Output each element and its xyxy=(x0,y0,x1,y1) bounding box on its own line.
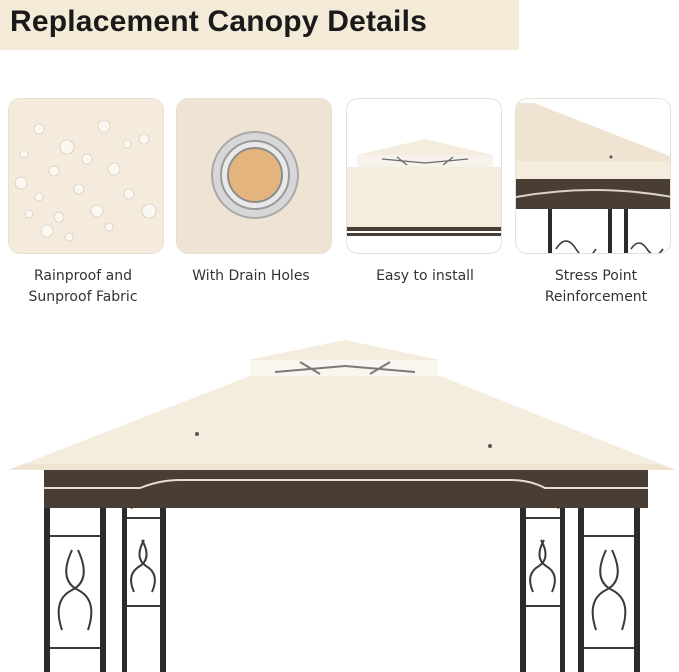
feature-label-stress-point: Stress Point Reinforcement xyxy=(544,268,648,305)
page-title: Replacement Canopy Details xyxy=(10,5,427,38)
feature-label-rainproof: Rainproof and Sunproof Fabric xyxy=(28,268,138,305)
feature-image-rainproof xyxy=(8,98,164,254)
feature-image-stress-point xyxy=(515,98,671,254)
feature-label-easy-install: Easy to install xyxy=(376,268,474,284)
feature-label-drain-holes: With Drain Holes xyxy=(192,268,310,284)
feature-image-drain-holes xyxy=(176,98,332,254)
feature-image-easy-install xyxy=(346,98,502,254)
title-banner: Replacement Canopy Details xyxy=(0,0,519,50)
gazebo-illustration xyxy=(8,340,676,672)
